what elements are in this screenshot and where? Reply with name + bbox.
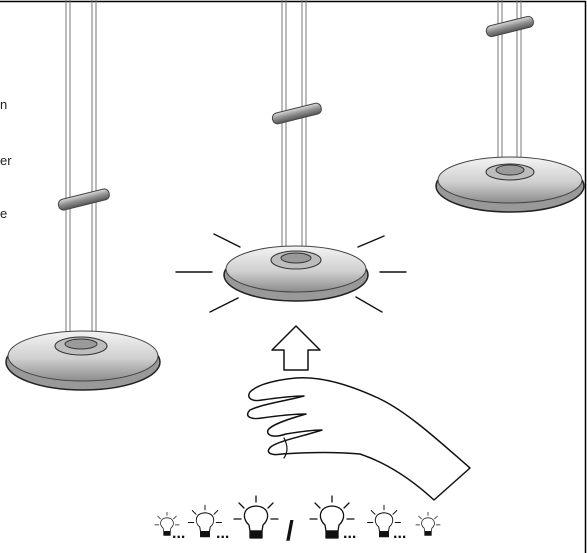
bulb-icon bbox=[188, 504, 222, 538]
legend-dots-2: ... bbox=[216, 525, 229, 542]
pendant-lamp-icon bbox=[223, 0, 369, 302]
bulb-legend bbox=[154, 495, 441, 539]
legend-dots-4: ... bbox=[393, 525, 406, 542]
pendant-lamp-icon bbox=[435, 0, 585, 213]
bulb-icon bbox=[309, 495, 355, 539]
hand-icon bbox=[246, 377, 471, 501]
bulb-icon bbox=[415, 511, 441, 536]
side-text-fragment: e bbox=[0, 206, 8, 221]
side-text-fragment: er bbox=[0, 153, 12, 168]
bulb-icon bbox=[233, 495, 279, 539]
legend-separator: / bbox=[286, 515, 294, 546]
glow-rays-icon bbox=[175, 233, 407, 313]
bulb-icon bbox=[367, 504, 401, 538]
pendant-lamp-icon bbox=[5, 0, 161, 391]
side-text-fragment: n bbox=[0, 97, 8, 112]
up-arrow-icon bbox=[271, 325, 321, 371]
legend-dots-3: ... bbox=[343, 525, 356, 542]
legend-dots-1: ... bbox=[172, 525, 185, 542]
bulb-icon bbox=[154, 511, 180, 536]
